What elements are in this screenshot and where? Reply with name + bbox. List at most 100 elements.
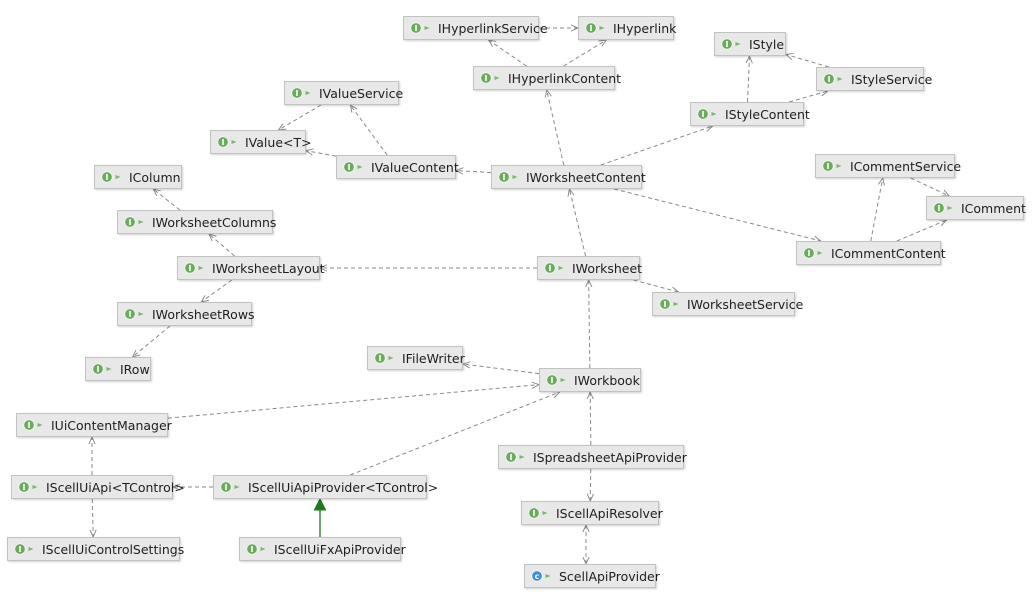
node-label: IWorkbook [574,372,640,388]
node-IStyleService[interactable]: I IStyleService [816,67,932,91]
svg-text:I: I [485,74,488,83]
edge-ICommentContent-to-ICommentService [870,178,883,242]
interface-icon: I [546,374,568,386]
svg-text:I: I [129,310,132,319]
svg-text:I: I [97,365,100,374]
interface-icon: I [124,216,146,228]
interface-icon: I [823,73,845,85]
edge-ISpreadsheetApiProvider-to-IWorkbook [590,392,591,446]
node-label: IWorksheetService [687,296,804,312]
node-IScellUiFxApiProvider[interactable]: I IScellUiFxApiProvider [239,537,406,561]
interface-icon: I [803,247,825,259]
edge-IWorksheetLayout-to-IWorksheetRows [201,279,233,302]
svg-text:I: I [702,110,705,119]
edge-IUiContentManager-to-IWorkbook [167,385,539,419]
edge-IValueService-to-IValue [278,104,322,130]
svg-text:I: I [129,218,132,227]
node-IScellApiResolver[interactable]: I IScellApiResolver [521,501,663,525]
svg-text:I: I [225,483,228,492]
node-label: IHyperlinkService [438,20,548,36]
interface-icon: I [480,72,502,84]
node-IHyperlinkContent[interactable]: I IHyperlinkContent [473,66,621,90]
edge-IWorkbook-to-IWorksheet [589,280,590,369]
interface-icon: I [18,481,40,493]
svg-text:I: I [549,264,552,273]
svg-text:I: I [808,249,811,258]
svg-text:I: I [533,509,536,518]
node-label: IHyperlinkContent [508,70,622,86]
node-ScellApiProvider[interactable]: c ScellApiProvider [524,564,660,588]
svg-text:I: I [726,40,729,49]
edge-IWorksheetColumns-to-IColumn [153,189,181,211]
edge-IScellUiApi-to-IScellUiControlSettings [92,498,93,537]
edge-IStyleService-to-IStyle [786,55,829,68]
svg-text:I: I [503,173,506,182]
interface-icon: I [822,160,844,172]
node-label: IStyleService [851,71,933,87]
interface-icon: I [92,363,114,375]
svg-text:I: I [28,421,31,430]
interface-icon: I [374,352,396,364]
edge-IWorksheetContent-to-ICommentContent [614,188,821,241]
node-label: IValueContent [371,159,459,175]
class-icon: c [531,570,553,582]
node-label: IComment [961,200,1026,216]
edge-IStyleContent-to-IStyleService [789,91,828,103]
node-IWorkbook[interactable]: I IWorkbook [539,368,641,392]
interface-icon: I [184,262,206,274]
svg-text:I: I [938,204,941,213]
svg-text:I: I [551,376,554,385]
node-IHyperlinkService[interactable]: I IHyperlinkService [403,16,548,40]
node-IScellUiApiProvider[interactable]: I IScellUiApiProvider<TControl> [213,475,438,499]
svg-text:I: I [251,545,254,554]
node-IComment[interactable]: I IComment [926,196,1026,220]
interface-icon: I [721,38,743,50]
node-IWorksheetService[interactable]: I IWorksheetService [652,292,803,316]
edge-IWorksheetContent-to-IStyleContent [600,126,713,166]
node-label: IScellUiApiProvider<TControl> [248,479,439,495]
edge-ISpreadsheetApiProvider-to-IScellApiResolver [590,468,591,501]
edge-IValueContent-to-IValueService [350,105,388,156]
interface-icon: I [220,481,242,493]
node-label: IValue<T> [245,134,312,150]
svg-text:I: I [415,24,418,33]
svg-text:I: I [590,24,593,33]
interface-icon: I [528,507,550,519]
svg-text:I: I [106,173,109,182]
interface-icon: I [933,202,955,214]
svg-text:I: I [827,162,830,171]
node-IValue[interactable]: I IValue<T> [210,130,312,154]
svg-text:I: I [222,138,225,147]
interface-icon: I [101,171,123,183]
node-IRow[interactable]: I IRow [85,357,151,381]
node-label: IScellUiFxApiProvider [274,541,406,557]
node-label: IRow [120,361,150,377]
interface-icon: I [246,543,268,555]
node-label: IScellApiResolver [556,505,663,521]
edge-IWorkbook-to-IFileWriter [463,364,540,375]
interface-icon: I [544,262,566,274]
edge-IWorksheetLayout-to-IWorksheetColumns [209,234,235,257]
edge-IStyleContent-to-IStyle [748,56,750,103]
node-label: ScellApiProvider [559,568,660,584]
interface-icon: I [659,298,681,310]
